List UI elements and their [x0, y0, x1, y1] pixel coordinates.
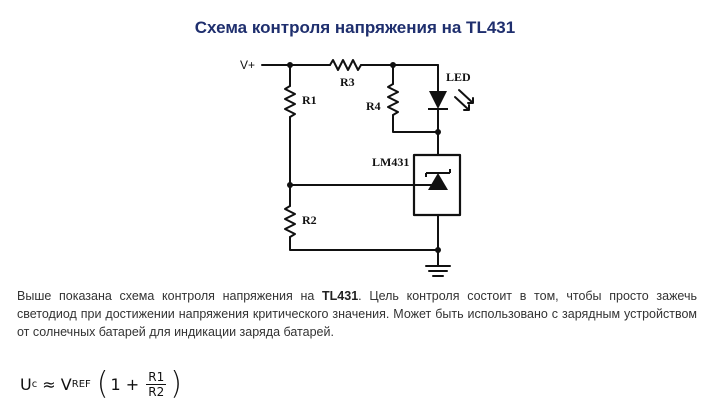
description-text: Выше показана схема контроля напряжения …	[17, 289, 323, 303]
formula-denominator: R2	[148, 384, 165, 399]
wire-r4-bottom	[392, 114, 439, 133]
formula-fraction: R1 R2	[146, 369, 167, 399]
description-text-continued: . Цель контроля состоит в том, чтобы про…	[17, 289, 697, 339]
formula-open-paren: (	[96, 365, 109, 402]
resistor-r1	[284, 85, 296, 118]
formula-approx: ≈	[37, 374, 61, 394]
formula-one-plus: 1 +	[110, 374, 145, 394]
description-bold-part: TL431	[322, 289, 359, 303]
circuit-schematic: V+ R1 R2 R3 R4 LED LM431	[240, 58, 474, 277]
led-arrow-1	[454, 96, 470, 111]
formula-close-paren: )	[170, 365, 182, 402]
junction-dot	[287, 62, 293, 68]
junction-dot	[287, 182, 293, 188]
resistor-r4	[387, 83, 399, 116]
label-r3: R3	[340, 75, 355, 89]
page-title: Схема контроля напряжения на TL431	[194, 18, 516, 37]
ground-symbol	[425, 265, 451, 277]
label-v-plus: V+	[240, 58, 255, 72]
junction-dot	[390, 62, 396, 68]
led-arrow-2	[458, 89, 474, 104]
wire-r2-bottom	[289, 236, 439, 251]
formula-vref-subscript: REF	[71, 378, 91, 390]
formula-numerator: R1	[146, 369, 167, 385]
resistor-r2	[284, 205, 296, 238]
ic-zener-triangle	[428, 173, 448, 190]
formula-lhs: U	[20, 374, 32, 394]
formula-vref: V	[60, 374, 72, 394]
led-diode-triangle	[429, 91, 447, 109]
formula-lhs-subscript: c	[31, 378, 38, 390]
description-paragraph: Выше показана схема контроля напряжения …	[17, 287, 697, 341]
junction-dot	[435, 129, 441, 135]
junction-dot	[435, 247, 441, 253]
label-r2: R2	[302, 213, 317, 227]
label-r1: R1	[302, 93, 317, 107]
label-ic-lm431: LM431	[372, 155, 409, 169]
label-led: LED	[446, 70, 471, 84]
resistor-r3	[329, 59, 362, 71]
label-r4: R4	[366, 99, 381, 113]
